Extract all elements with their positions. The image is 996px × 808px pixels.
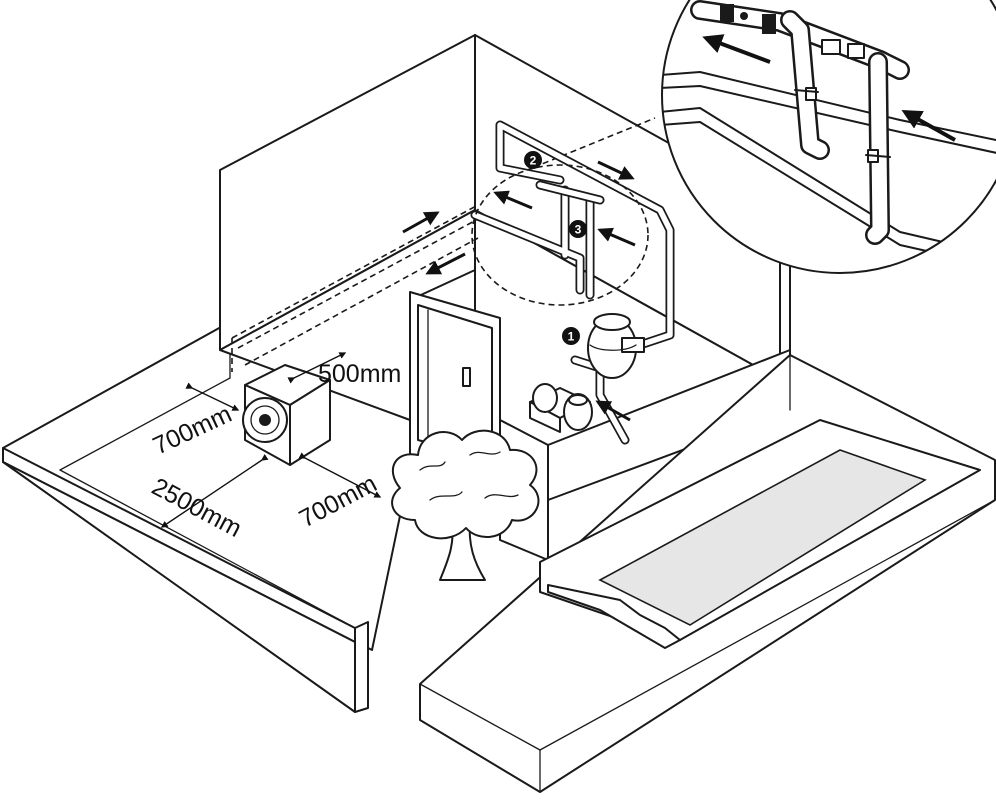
fan-icon — [259, 414, 271, 426]
marker-2: 2 — [524, 151, 542, 169]
pool-pump — [529, 383, 593, 433]
dimension-lines — [160, 352, 382, 528]
svg-text:3: 3 — [575, 223, 582, 237]
detail-callout — [471, 164, 649, 306]
svg-text:1: 1 — [568, 330, 575, 344]
marker-1: 1 — [562, 327, 580, 345]
heat-pump-unit — [242, 364, 331, 466]
indoor-piping — [470, 120, 675, 445]
pool-water — [598, 449, 927, 626]
svg-text:2: 2 — [530, 154, 537, 168]
sand-filter — [587, 313, 645, 379]
door-handle — [462, 367, 471, 387]
filter-valve — [621, 337, 645, 353]
tree — [391, 429, 540, 581]
flow-arrows — [402, 34, 956, 422]
marker-3: 3 — [569, 220, 587, 238]
dimension-label-rear: 500mm — [318, 360, 401, 388]
pool — [419, 354, 996, 793]
detail-inset — [661, 0, 996, 274]
